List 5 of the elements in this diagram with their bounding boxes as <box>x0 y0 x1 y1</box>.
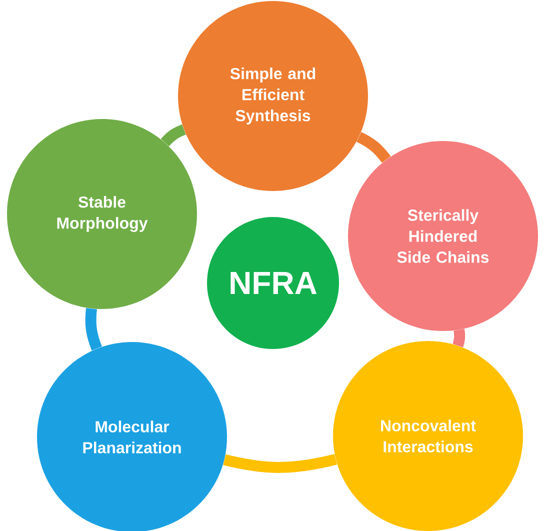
ring-segment <box>356 132 391 163</box>
ring-segment <box>223 454 337 473</box>
ring-segment <box>160 124 186 146</box>
ring-segment <box>85 308 102 350</box>
ring-segment <box>452 329 466 348</box>
